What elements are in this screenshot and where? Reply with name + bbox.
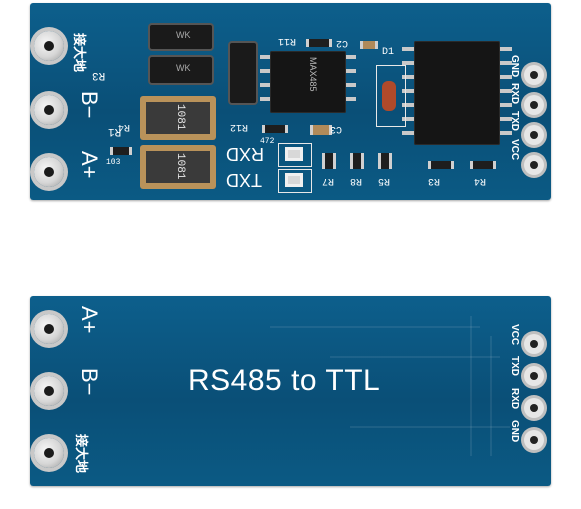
designator-r7: R7 xyxy=(322,175,335,186)
poly-fuse-1: 1081 xyxy=(140,96,216,140)
header-label-txd: TXD xyxy=(509,111,520,131)
screw-terminal-a xyxy=(34,157,64,187)
bottom-header-pin-txd xyxy=(524,366,544,386)
pcb-top-view: 接大地 B− A+ WK WK R3 R1 1081 1081 103 MAX4… xyxy=(30,3,551,200)
terminal-label-a: A+ xyxy=(77,151,102,179)
tvs-diode-1: WK xyxy=(150,25,212,49)
resistor-r6 xyxy=(378,153,392,169)
capacitor-c2 xyxy=(360,41,378,49)
bottom-ground-label: 接大地 xyxy=(74,434,89,474)
tvs-diode-2: WK xyxy=(150,57,212,83)
bottom-terminal-label-b: B− xyxy=(77,368,102,396)
led-label-rxd: RXD xyxy=(226,144,265,164)
board-title: RS485 to TTL xyxy=(188,364,381,397)
designator-r4b: R4 xyxy=(118,121,131,132)
led-rxd xyxy=(288,150,300,158)
diode-outline xyxy=(376,65,406,127)
header-pin-rxd xyxy=(524,95,544,115)
designator-c2: C2 xyxy=(336,37,349,48)
tvs-diode-3 xyxy=(230,43,256,103)
resistor-r8 xyxy=(350,153,364,169)
screw-terminal-b xyxy=(34,95,64,125)
bottom-header-label-gnd: GND xyxy=(509,420,520,443)
header-pin-gnd xyxy=(524,65,544,85)
resistor-r12 xyxy=(262,125,288,133)
led-txd-outline xyxy=(278,169,312,193)
bottom-header-pin-rxd xyxy=(524,398,544,418)
bottom-header-pin-vcc xyxy=(524,334,544,354)
capacitor-c3 xyxy=(310,125,332,135)
designator-r8: R8 xyxy=(350,175,363,186)
led-rxd-outline xyxy=(278,143,312,167)
bottom-screw-terminal-a xyxy=(34,314,64,344)
designator-r4: R4 xyxy=(474,175,487,186)
led-label-txd: TXD xyxy=(226,170,262,190)
designator-r11: R11 xyxy=(278,35,297,46)
header-label-vcc: VCC xyxy=(509,139,520,161)
bottom-terminal-label-a: A+ xyxy=(77,306,102,334)
designator-r5: R5 xyxy=(378,175,391,186)
logic-chip xyxy=(414,41,500,145)
header-label-rxd: RXD xyxy=(509,83,520,105)
bottom-header-pin-gnd xyxy=(524,430,544,450)
resistor-r11 xyxy=(306,39,332,47)
resistor-r4 xyxy=(470,161,496,169)
poly-fuse-2: 1081 xyxy=(140,145,216,189)
designator-c3: C3 xyxy=(330,123,343,134)
designator-r3b: R3 xyxy=(428,175,441,186)
ground-terminal-label: 接大地 xyxy=(72,33,87,73)
resistor-r3 xyxy=(428,161,454,169)
bottom-screw-terminal-b xyxy=(34,376,64,406)
header-pin-vcc xyxy=(524,155,544,175)
header-label-gnd: GND xyxy=(509,55,520,78)
resistor-r7 xyxy=(322,153,336,169)
bottom-header-label-txd: TXD xyxy=(509,356,520,376)
pcb-bottom-view: A+ B− 接大地 RS485 to TTL VCC TXD RXD GND xyxy=(30,296,551,486)
diode-d1 xyxy=(382,81,396,111)
designator-r12: R12 xyxy=(230,121,249,132)
bottom-header-label-rxd: RXD xyxy=(509,388,520,410)
bottom-screw-terminal-ground xyxy=(34,438,64,468)
header-pin-txd xyxy=(524,125,544,145)
led-txd xyxy=(288,176,300,184)
bottom-header-label-vcc: VCC xyxy=(509,324,520,346)
terminal-label-b: B− xyxy=(77,91,102,119)
screw-terminal-ground xyxy=(34,31,64,61)
designator-d1: D1 xyxy=(382,47,395,58)
designator-r3: R3 xyxy=(92,69,106,81)
resistor-small-1 xyxy=(110,147,132,155)
max485-chip: MAX485 xyxy=(270,51,346,113)
